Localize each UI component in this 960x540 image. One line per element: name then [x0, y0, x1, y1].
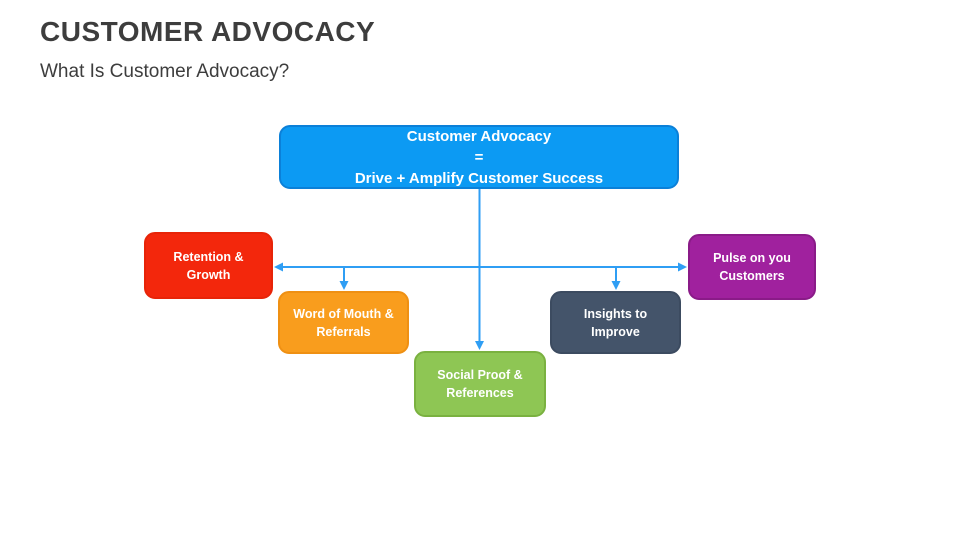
- node-pulse-on-customers: Pulse on you Customers: [688, 234, 816, 300]
- node-retention-growth: Retention & Growth: [144, 232, 273, 299]
- arrowhead-social-proof: [475, 341, 484, 350]
- page-subtitle: What Is Customer Advocacy?: [40, 61, 290, 82]
- node-pulse-on-customers-label: Pulse on you Customers: [713, 251, 791, 283]
- node-retention-growth-label: Retention & Growth: [173, 249, 244, 282]
- node-word-of-mouth-referrals: Word of Mouth & Referrals: [278, 291, 409, 354]
- arrowhead-word-of-mouth: [339, 281, 349, 290]
- page-title: CUSTOMER ADVOCACY: [40, 16, 376, 47]
- node-customer-advocacy-root-label: Customer Advocacy = Drive + Amplify Cust…: [354, 127, 604, 187]
- node-social-proof-references: Social Proof & References: [414, 351, 546, 417]
- arrowhead-pulse: [678, 262, 687, 272]
- node-word-of-mouth-referrals-label: Word of Mouth & Referrals: [293, 306, 394, 339]
- node-insights-to-improve-label: Insights to Improve: [583, 306, 648, 339]
- node-insights-to-improve: Insights to Improve: [550, 291, 681, 354]
- node-customer-advocacy-root: Customer Advocacy = Drive + Amplify Cust…: [279, 125, 679, 189]
- arrowhead-retention: [274, 262, 283, 272]
- arrowhead-insights: [611, 281, 621, 290]
- node-social-proof-references-label: Social Proof & References: [437, 368, 523, 400]
